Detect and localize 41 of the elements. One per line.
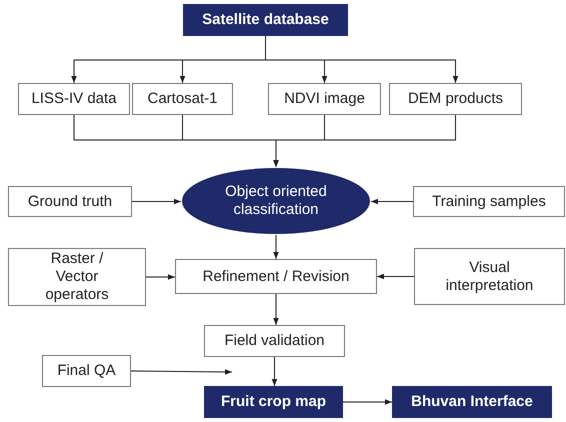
process-box xyxy=(413,186,565,217)
node-label: Bhuvan Interface xyxy=(410,393,534,411)
arrow xyxy=(146,274,176,280)
node-label: NDVI image xyxy=(283,90,366,108)
process-box xyxy=(8,248,146,306)
arrow xyxy=(342,399,392,405)
process-box xyxy=(204,325,345,357)
arrow xyxy=(376,274,414,280)
node-label: Ground truth xyxy=(26,192,114,210)
node-label: Cartosat-1 xyxy=(146,90,219,108)
node-label: Field validation xyxy=(223,332,326,350)
output-box xyxy=(183,4,348,36)
process-box xyxy=(414,248,565,305)
node-label: Training samples xyxy=(431,192,547,210)
node-label: Object oriented classification xyxy=(224,183,328,219)
node-label: Satellite database xyxy=(201,11,330,29)
arrow xyxy=(265,36,458,84)
arrow xyxy=(273,114,456,168)
arrow xyxy=(370,198,414,204)
arrow xyxy=(273,234,279,260)
process-box xyxy=(132,83,233,115)
arrow xyxy=(273,294,279,326)
node-label: Refinement / Revision xyxy=(202,268,350,286)
arrow xyxy=(130,369,232,375)
node-label: Fruit crop map xyxy=(220,393,327,411)
node-label: DEM products xyxy=(406,90,504,108)
process-box xyxy=(268,83,381,115)
process-box xyxy=(175,259,377,294)
arrow xyxy=(272,356,278,386)
process-box xyxy=(8,186,132,217)
output-box xyxy=(204,386,343,418)
process-box xyxy=(389,83,522,115)
process-ellipse xyxy=(181,167,371,235)
node-label: LISS-IV data xyxy=(30,90,118,108)
output-box xyxy=(392,386,552,418)
node-label: Visual interpretation xyxy=(444,258,534,294)
node-label: Raster / Vector operators xyxy=(44,250,110,304)
node-label: Final QA xyxy=(56,362,117,380)
process-box xyxy=(18,83,130,115)
arrow xyxy=(132,198,182,204)
process-box xyxy=(42,355,131,387)
